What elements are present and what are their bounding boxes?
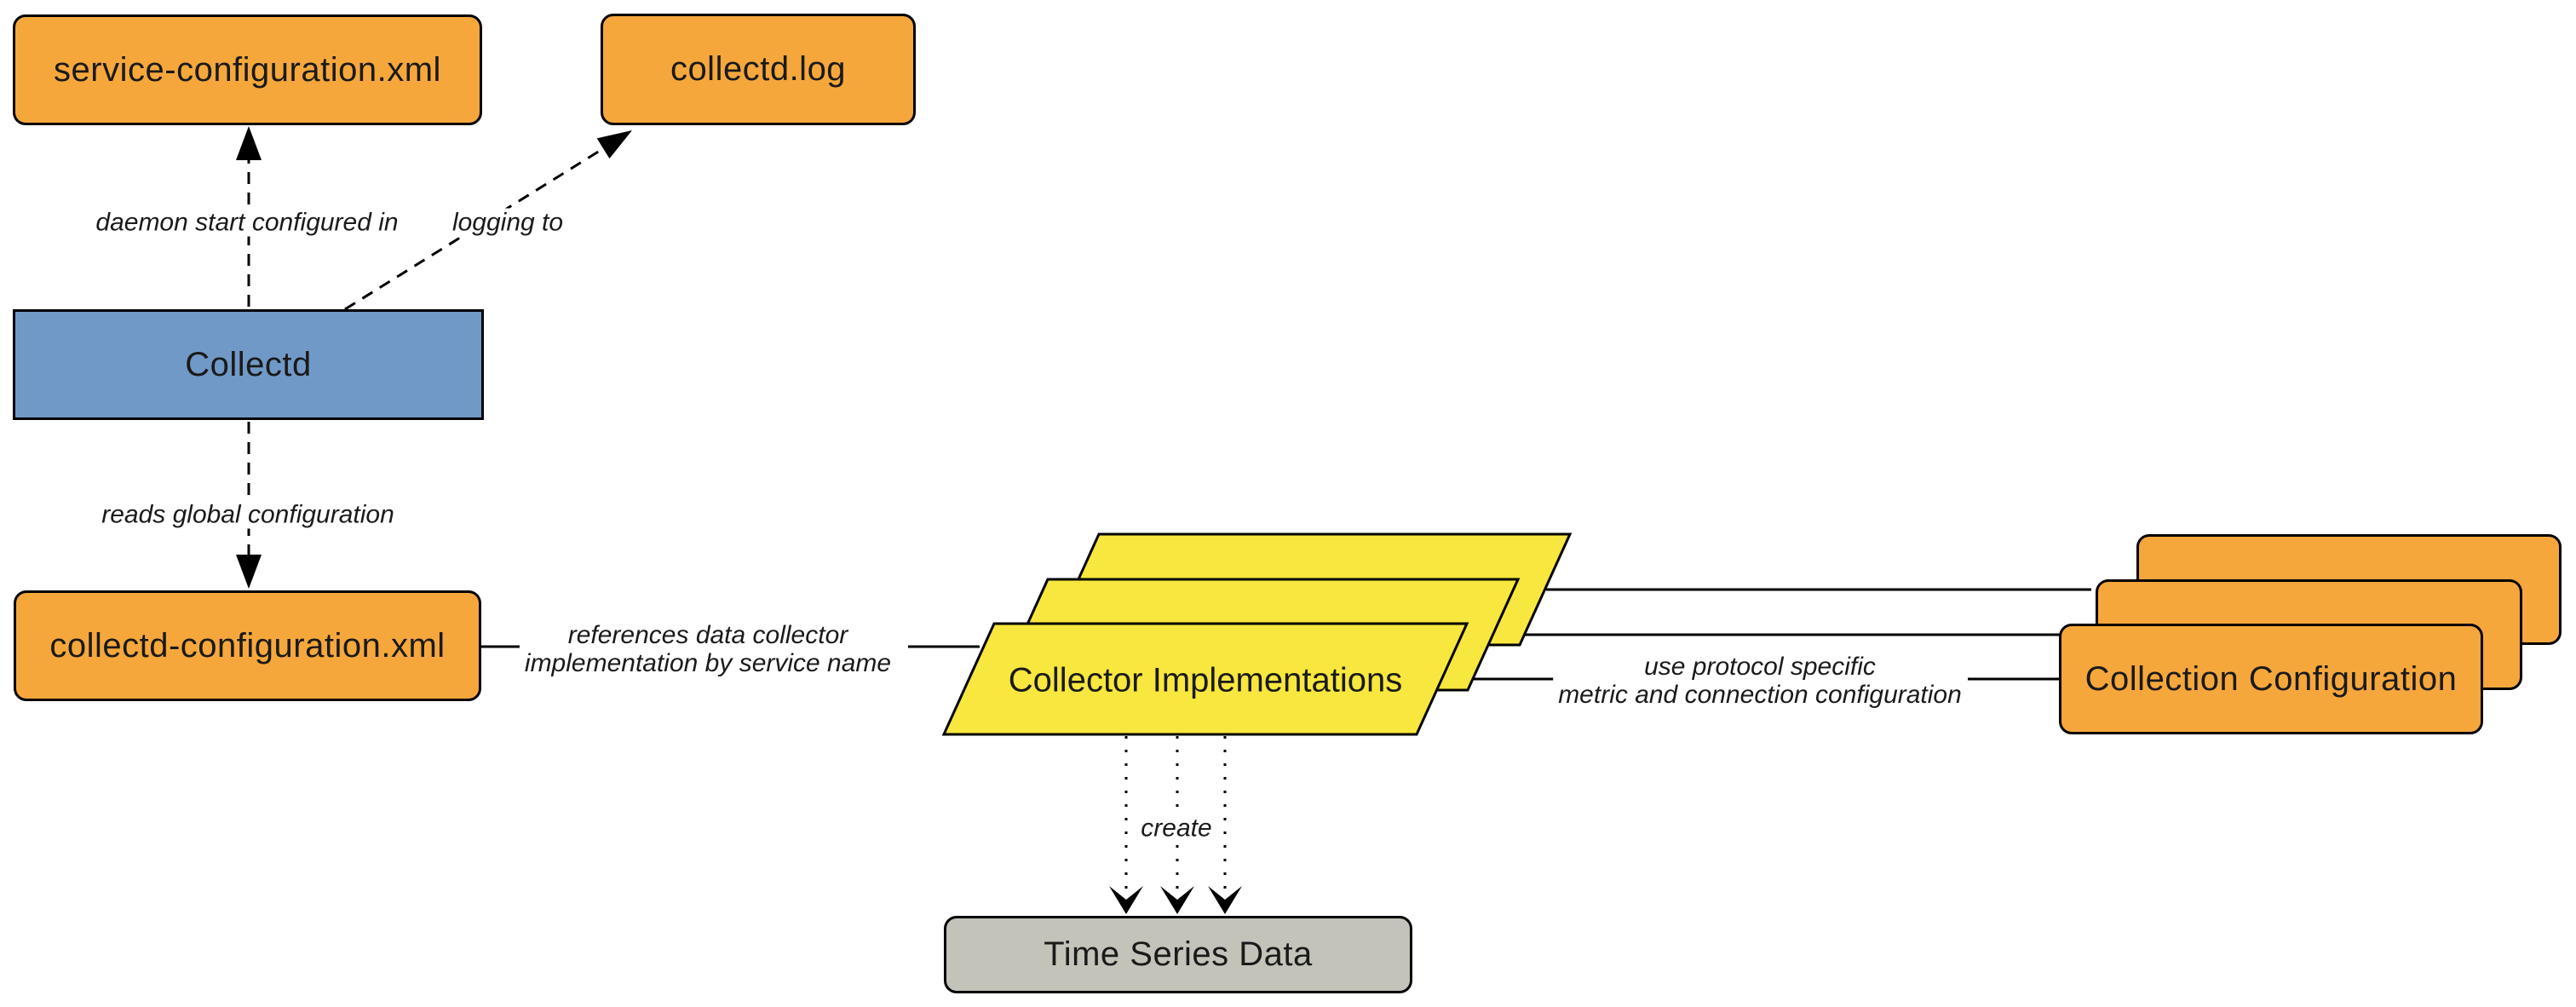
collection-configuration-label: Collection Configuration xyxy=(2084,659,2458,698)
collectd-label: Collectd xyxy=(185,345,312,383)
arrowhead-chevron-down-icon xyxy=(1160,886,1194,914)
arrowhead-up-icon xyxy=(236,126,262,160)
edge-label-references: references data collector implementation… xyxy=(519,621,897,677)
node-collectd-log: collectd.log xyxy=(601,14,916,125)
node-collection-configuration: Collection Configuration xyxy=(2059,624,2483,734)
arrowhead-chevron-down-icon xyxy=(1208,886,1242,914)
collectd-configuration-xml-label: collectd-configuration.xml xyxy=(49,626,446,665)
time-series-data-label: Time Series Data xyxy=(1044,935,1313,973)
collector-implementations-label: Collector Implementations xyxy=(1008,661,1403,699)
collectd-log-label: collectd.log xyxy=(670,50,847,88)
arrowhead-chevron-down-icon xyxy=(1109,886,1143,914)
arrowhead-down-icon xyxy=(236,555,262,589)
edge-label-create: create xyxy=(1136,814,1217,843)
arrowhead-up-right-icon xyxy=(596,130,632,159)
node-collectd: Collectd xyxy=(13,309,484,420)
node-time-series-data: Time Series Data xyxy=(944,916,1412,993)
edge-label-reads-global: reads global configuration xyxy=(96,500,400,529)
node-collectd-configuration-xml: collectd-configuration.xml xyxy=(14,590,481,701)
edge-label-daemon-start: daemon start configured in xyxy=(90,208,404,237)
edge-label-use-protocol: use protocol specific metric and connect… xyxy=(1553,653,1967,709)
service-configuration-xml-label: service-configuration.xml xyxy=(54,50,441,89)
collector-implementations-shape-front xyxy=(941,622,1469,736)
node-service-configuration-xml: service-configuration.xml xyxy=(13,14,482,125)
edge-label-logging-to: logging to xyxy=(446,208,569,237)
